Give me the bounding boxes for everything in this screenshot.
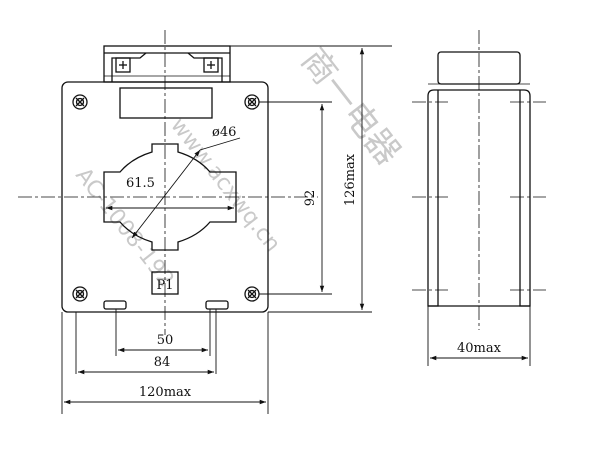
dim-slot-pitch-inner: 50 (157, 333, 174, 348)
mount-slot-left (103, 300, 127, 310)
dim-hole-diameter: ø46 (212, 125, 236, 140)
nameplate (119, 87, 213, 119)
primary-window (103, 143, 237, 251)
dim-overall-height: 126max (343, 153, 358, 206)
dim-mounting-pitch: 92 (303, 190, 318, 207)
front-dimensions (61, 45, 392, 414)
dim-slot-pitch-outer: 84 (154, 355, 171, 370)
screw-bottom-left-icon (72, 286, 88, 302)
watermark-cn: 商一电器 (293, 41, 408, 173)
dim-window-width: 61.5 (126, 176, 155, 191)
watermark-code: AC-1008-192 (70, 163, 178, 292)
dim-overall-depth: 40max (457, 341, 502, 356)
screw-bottom-right-icon (244, 286, 260, 302)
terminal-screw-right (203, 57, 219, 73)
screw-top-left-icon (72, 94, 88, 110)
side-centerlines (412, 30, 546, 330)
screw-top-right-icon (244, 94, 260, 110)
secondary-terminal-block (103, 45, 231, 83)
side-dimensions (427, 306, 531, 366)
terminal-screw-left (115, 57, 131, 73)
mount-slot-right (205, 300, 229, 310)
dim-overall-width: 120max (139, 385, 192, 400)
